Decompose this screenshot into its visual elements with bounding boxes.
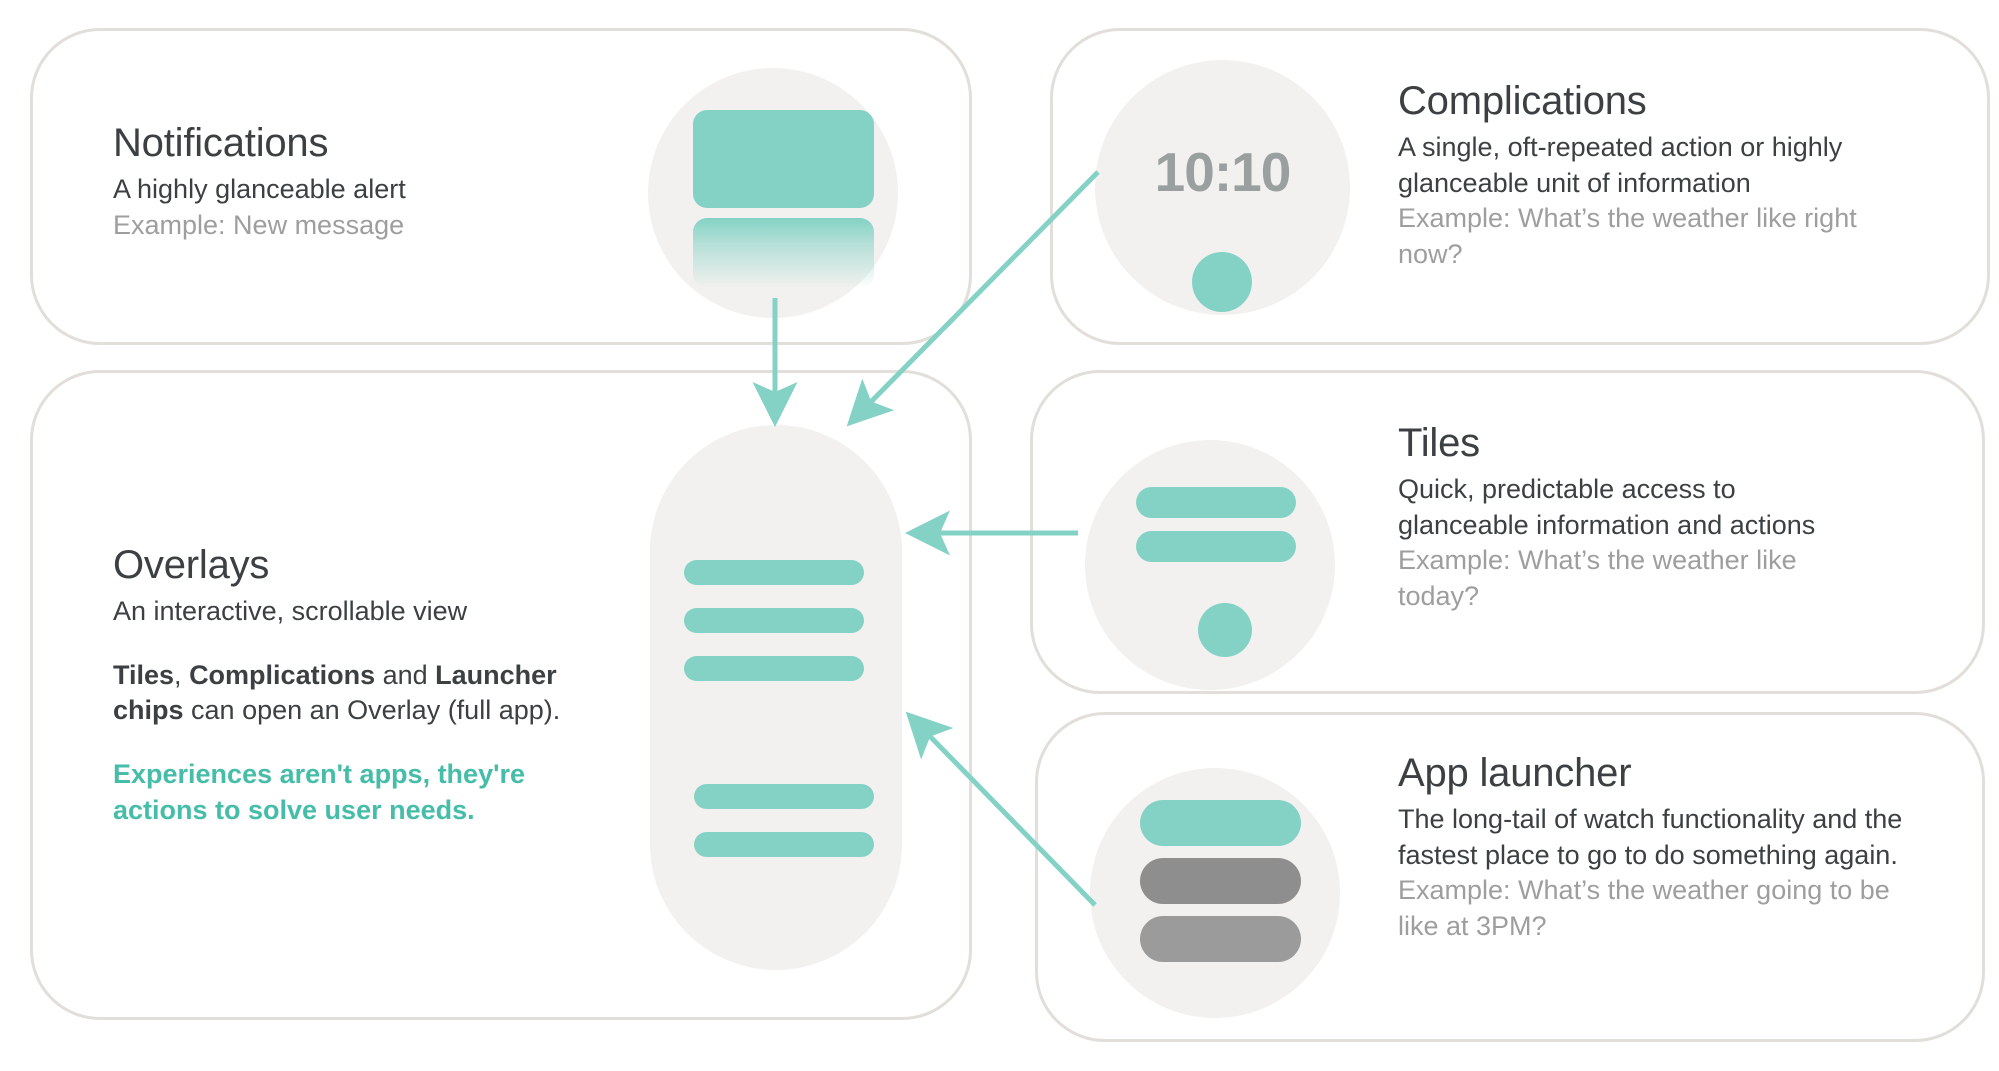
app-launcher-title: App launcher: [1398, 751, 1632, 795]
overlays-sep-2: and: [375, 659, 436, 690]
overlays-title: Overlays: [113, 543, 270, 587]
complications-example: Example: What’s the weather like right n…: [1398, 203, 1857, 269]
complication-time-label: 10:10: [1154, 141, 1292, 203]
launcher-chip: [1140, 916, 1301, 962]
notifications-example: Example: New message: [113, 209, 405, 240]
notifications-text-block: Notifications A highly glanceable alert …: [113, 120, 583, 243]
overlays-term-launcher-chips: Launcher chips: [113, 659, 557, 726]
notifications-description: A highly glanceable alert: [113, 174, 406, 204]
overlays-callout: Experiences aren't apps, they're actions…: [113, 758, 526, 825]
launcher-chip: [1140, 858, 1301, 904]
complications-text-block: Complications A single, oft-repeated act…: [1398, 78, 1928, 273]
app-launcher-description: The long-tail of watch functionality and…: [1398, 804, 1903, 870]
app-launcher-example: Example: What’s the weather going to be …: [1398, 875, 1890, 941]
tile-content-bar: [1136, 531, 1296, 562]
overlay-watch-screen: [650, 425, 902, 970]
tiles-example: Example: What’s the weather like today?: [1398, 545, 1797, 611]
notification-card-faded: [693, 218, 874, 288]
overlays-spacer-2: [113, 729, 613, 757]
tile-action-dot-icon: [1198, 603, 1252, 657]
overlay-content-bar: [694, 784, 874, 809]
overlays-term-tiles: Tiles: [113, 659, 175, 690]
complications-description: A single, oft-repeated action or highly …: [1398, 132, 1843, 198]
launcher-chip-highlighted: [1140, 800, 1301, 846]
overlay-content-bar: [684, 608, 864, 633]
overlay-content-bar: [694, 832, 874, 857]
complications-title: Complications: [1398, 79, 1647, 123]
overlays-sep-1: ,: [174, 659, 190, 690]
overlays-description: An interactive, scrollable view: [113, 596, 468, 626]
overlays-spacer-1: [113, 630, 613, 658]
tiles-text-block: Tiles Quick, predictable access to glanc…: [1398, 420, 1868, 615]
notification-card-primary: [693, 110, 874, 208]
tile-content-bar: [1136, 487, 1296, 518]
overlays-paragraph: Tiles, Complications and Launcher chips …: [113, 658, 613, 729]
overlays-term-complications: Complications: [189, 659, 376, 690]
overlay-content-bar: [684, 656, 864, 681]
overlays-text-block: Overlays An interactive, scrollable view…: [113, 542, 613, 828]
app-launcher-text-block: App launcher The long-tail of watch func…: [1398, 750, 1928, 945]
card-overlays: [30, 370, 972, 1020]
overlay-content-bar: [684, 560, 864, 585]
tiles-title: Tiles: [1398, 421, 1480, 465]
overlays-paragraph-tail: can open an Overlay (full app).: [183, 695, 561, 726]
tiles-description: Quick, predictable access to glanceable …: [1398, 474, 1816, 540]
notifications-title: Notifications: [113, 121, 329, 165]
complication-dot-icon: [1192, 252, 1252, 312]
